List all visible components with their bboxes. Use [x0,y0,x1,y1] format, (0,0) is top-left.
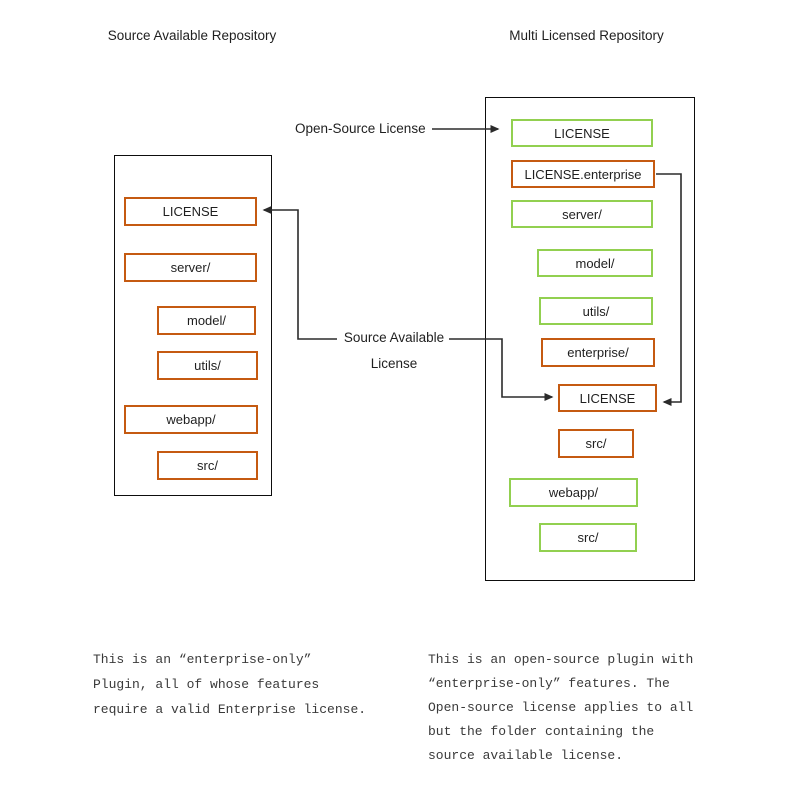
open-source-license-label: Open-Source License [295,121,426,136]
right-node-model: model/ [537,249,653,277]
note-line: require a valid Enterprise license. [93,702,367,717]
right-node-license-enterprise: LICENSE.enterprise [511,160,655,188]
right-node-webapp: webapp/ [509,478,638,507]
note-line: source available license. [428,748,624,763]
right-repo-title: Multi Licensed Repository [509,28,664,43]
left-node-webapp: webapp/ [124,405,258,434]
left-node-src: src/ [157,451,258,480]
right-node-enterprise-folder: enterprise/ [541,338,655,367]
right-node-inner-license: LICENSE [558,384,657,412]
source-available-label-line2: License [370,356,418,371]
left-node-server: server/ [124,253,257,282]
right-node-inner-src: src/ [558,429,634,458]
right-node-webapp-src: src/ [539,523,637,552]
left-node-utils: utils/ [157,351,258,380]
source-available-license-label: Source Available License [338,330,450,371]
note-line: This is an “enterprise-only” [93,652,312,667]
note-line: This is an open-source plugin with [428,652,694,667]
note-line: Plugin, all of whose features [93,677,320,692]
left-node-model: model/ [157,306,256,335]
note-line: but the folder containing the [428,724,655,739]
right-repo-note: This is an open-source plugin with “ente… [428,648,693,768]
arrow-source-available-to-left-license [262,206,337,340]
note-line: “enterprise-only” features. The [428,676,670,691]
note-line: Open-source license applies to all [428,700,694,715]
left-repo-note: This is an “enterprise-only” Plugin, all… [93,647,366,722]
right-node-license-open: LICENSE [511,119,653,147]
right-node-server: server/ [511,200,653,228]
source-available-label-line1: Source Available [343,330,445,345]
left-repo-title: Source Available Repository [107,28,277,43]
right-node-utils: utils/ [539,297,653,325]
left-node-license: LICENSE [124,197,257,226]
